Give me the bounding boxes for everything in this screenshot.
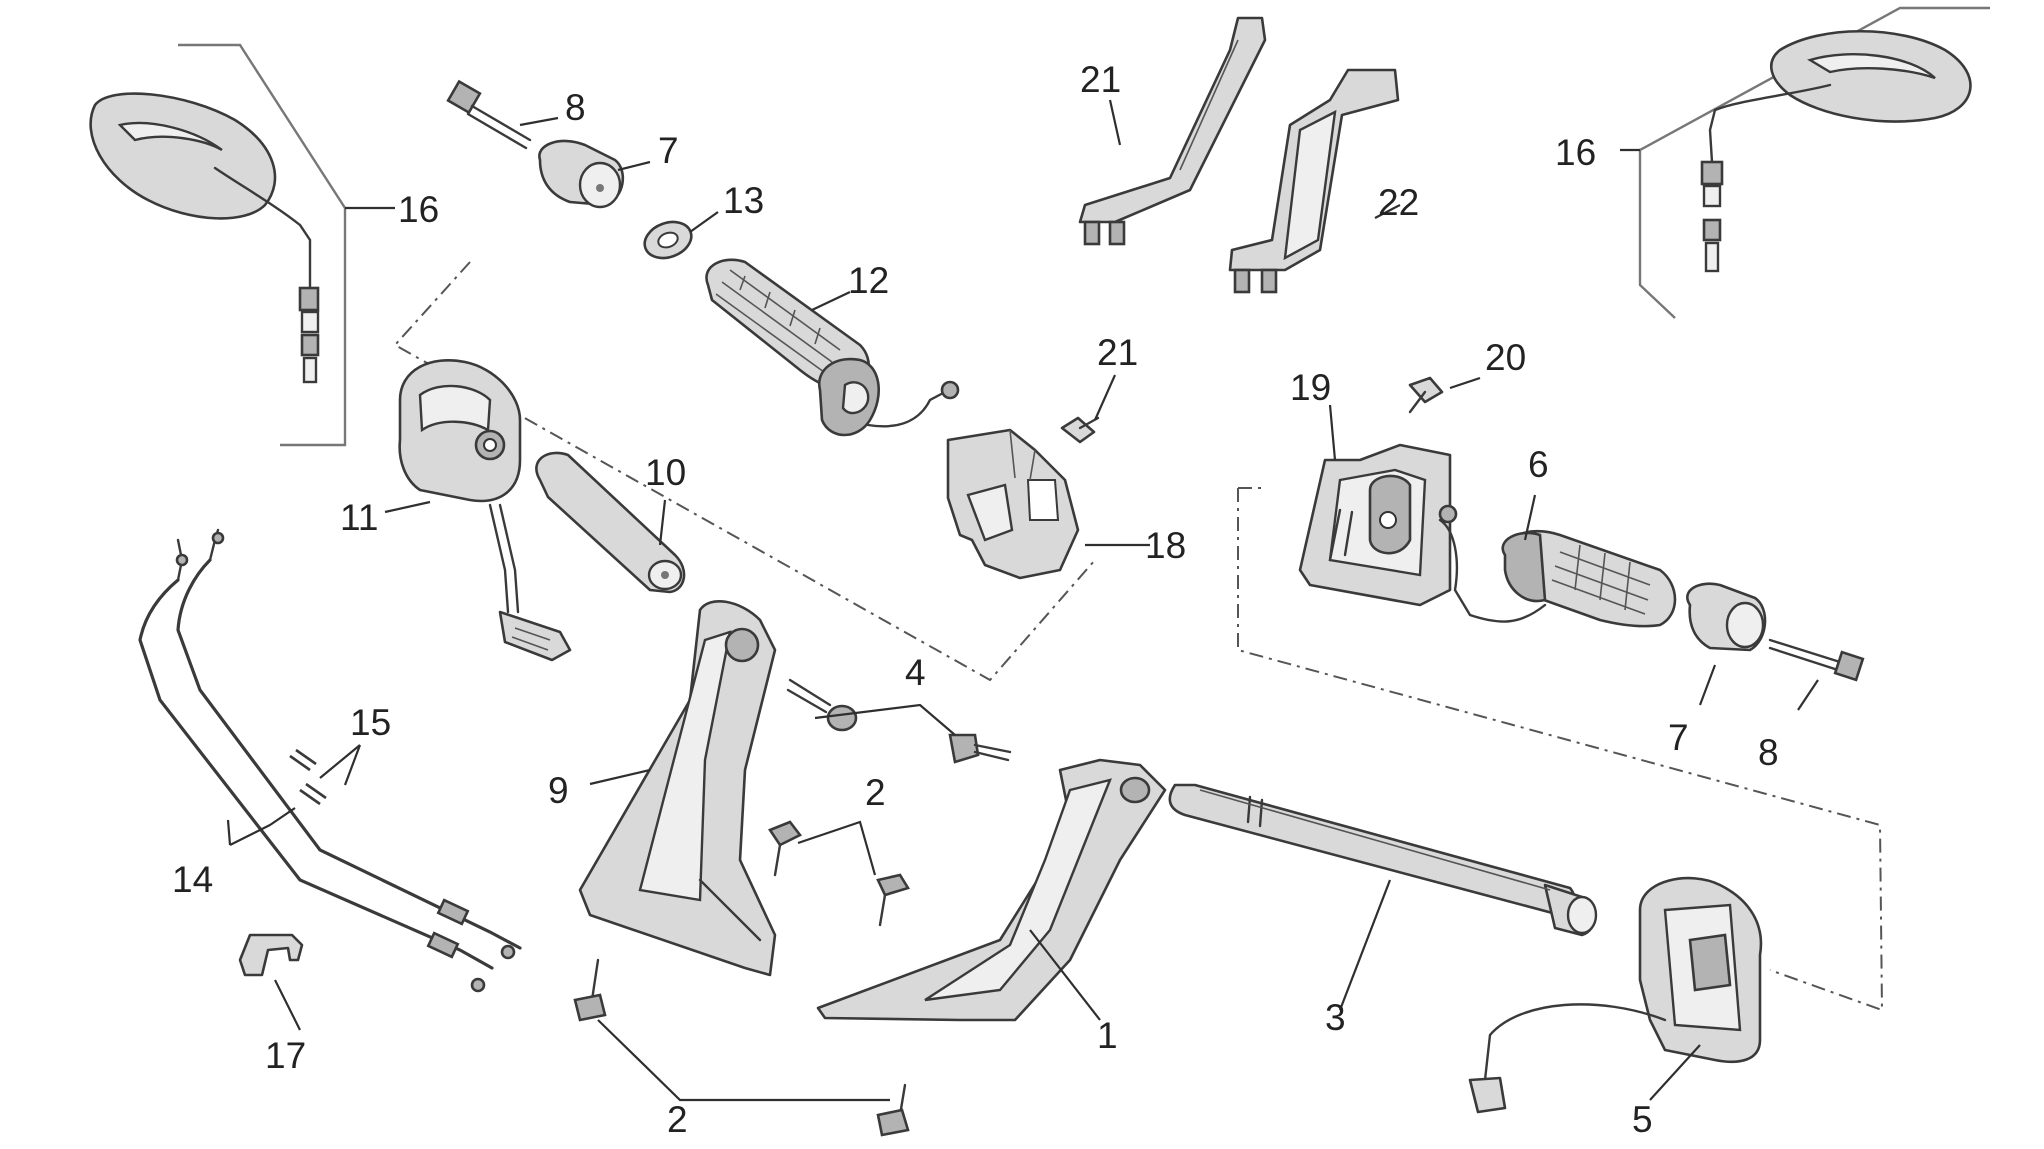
callout-11: 11 bbox=[340, 497, 378, 538]
screw-2-a bbox=[768, 820, 802, 877]
right-grip-6 bbox=[1501, 529, 1677, 628]
left-switch-housing-11 bbox=[398, 359, 572, 662]
callout-20: 20 bbox=[1485, 337, 1526, 378]
callout-18: 18 bbox=[1145, 525, 1186, 566]
mirror-right bbox=[1700, 29, 1972, 273]
callout-19: 19 bbox=[1290, 367, 1331, 408]
callout-8-top: 8 bbox=[565, 87, 586, 128]
switch-cover-18 bbox=[946, 428, 1080, 580]
mirror-left bbox=[89, 92, 320, 384]
callout-7-right: 7 bbox=[1668, 717, 1689, 758]
bar-end-weight-7-top bbox=[538, 139, 625, 209]
callout-17: 17 bbox=[265, 1035, 306, 1076]
handlebar-clamp-1 bbox=[816, 758, 1167, 1022]
callout-5: 5 bbox=[1632, 1099, 1653, 1140]
right-switch-housing-19 bbox=[1298, 443, 1547, 623]
screw-20 bbox=[1408, 376, 1444, 414]
bolt-8-right bbox=[1768, 638, 1865, 682]
callout-labels: 1 2 2 3 4 5 6 7 7 8 8 9 10 11 12 13 14 1… bbox=[172, 59, 1779, 1140]
bolt-4-a bbox=[786, 678, 858, 732]
callout-9: 9 bbox=[548, 770, 569, 811]
callout-4: 4 bbox=[905, 652, 926, 693]
callout-8-right: 8 bbox=[1758, 732, 1779, 773]
callout-6: 6 bbox=[1528, 444, 1549, 485]
throttle-cables-14-15 bbox=[138, 528, 522, 993]
callout-21-top: 21 bbox=[1080, 59, 1121, 100]
cable-clip-17 bbox=[238, 933, 304, 977]
callout-3: 3 bbox=[1325, 997, 1346, 1038]
callout-15: 15 bbox=[350, 702, 391, 743]
throttle-tube-10 bbox=[535, 451, 686, 594]
bracket-21-top bbox=[1078, 16, 1267, 246]
throttle-grip-12 bbox=[705, 258, 960, 437]
callout-2-lower: 2 bbox=[667, 1099, 688, 1140]
handlebar-tube-3 bbox=[1168, 783, 1598, 937]
group-outline-left-switch bbox=[393, 261, 1096, 682]
screw-2-c bbox=[573, 958, 607, 1022]
callout-13: 13 bbox=[723, 180, 764, 221]
bolt-4-b bbox=[948, 733, 1012, 764]
bar-end-weight-7-right bbox=[1686, 582, 1767, 652]
callout-16-left: 16 bbox=[398, 189, 439, 230]
callout-10: 10 bbox=[645, 452, 686, 493]
callout-16-right: 16 bbox=[1555, 132, 1596, 173]
leader-lines bbox=[226, 99, 1819, 1102]
callout-7-top: 7 bbox=[658, 130, 679, 171]
washer-13 bbox=[643, 220, 693, 260]
callout-14: 14 bbox=[172, 859, 213, 900]
bracket-22 bbox=[1228, 68, 1400, 294]
callout-2-upper: 2 bbox=[865, 772, 886, 813]
group-outline-right-grip bbox=[1237, 487, 1884, 1012]
bolt-8-top bbox=[446, 79, 532, 150]
lever-holder-9 bbox=[578, 600, 777, 977]
screw-21-middle bbox=[1060, 416, 1100, 444]
callout-12: 12 bbox=[848, 260, 889, 301]
callout-1: 1 bbox=[1097, 1015, 1118, 1056]
screw-2-d bbox=[876, 1083, 910, 1137]
right-switch-housing-5 bbox=[1468, 876, 1763, 1114]
callout-21-middle: 21 bbox=[1097, 332, 1138, 373]
screw-2-b bbox=[876, 873, 910, 927]
callout-22: 22 bbox=[1378, 182, 1419, 223]
